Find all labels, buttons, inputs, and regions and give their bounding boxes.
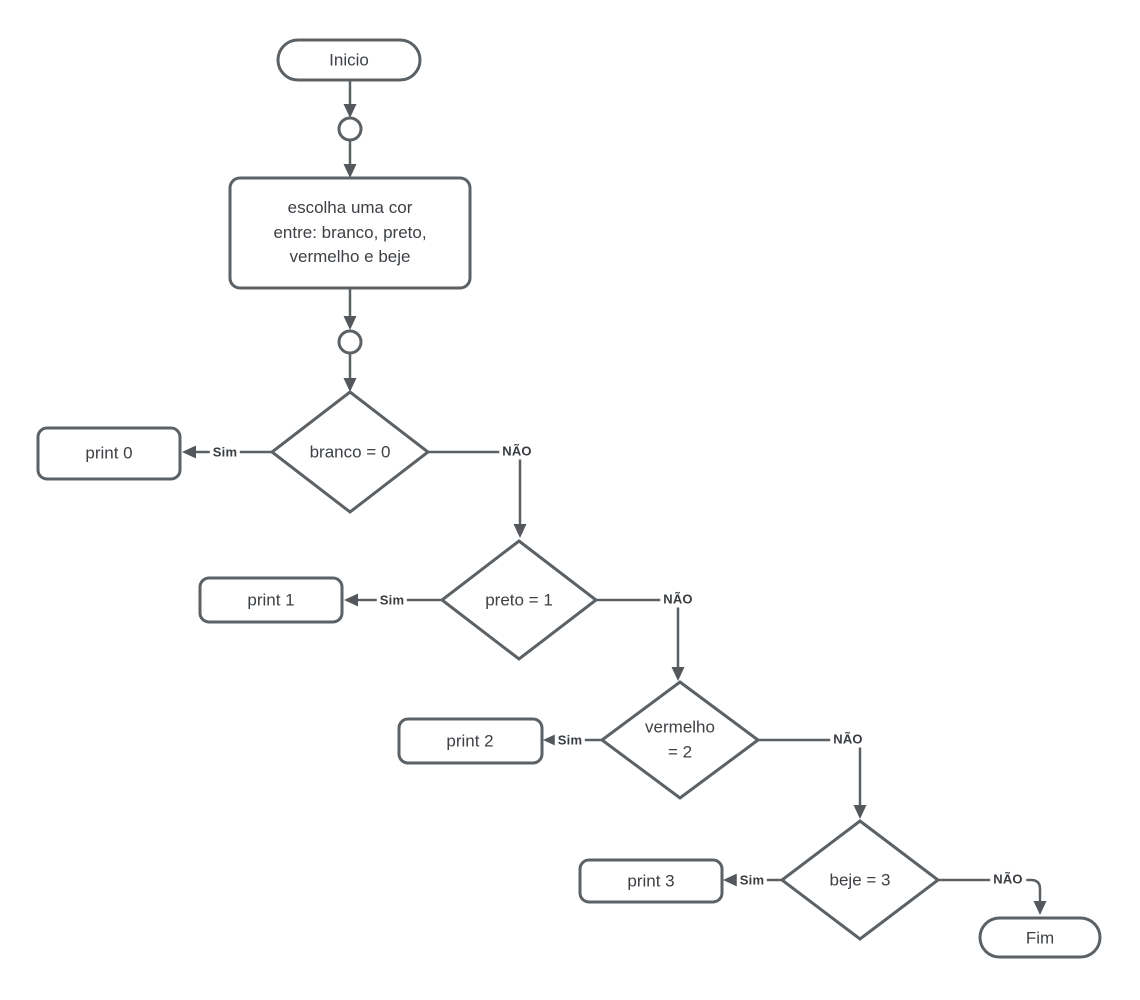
decision-beje-shape xyxy=(779,819,941,941)
choose-color-process-shape xyxy=(228,176,472,290)
arrowhead-down-icon xyxy=(513,524,527,538)
arrowhead-left-icon xyxy=(182,445,196,459)
start-label: Inicio xyxy=(329,50,369,70)
arrowhead-down-icon xyxy=(343,104,357,118)
arrowhead-down-icon xyxy=(343,316,357,330)
decision-preto-label: preto = 1 xyxy=(485,590,553,610)
end-terminator-shape xyxy=(978,916,1102,959)
print0-process-shape xyxy=(36,426,182,481)
arrowhead-down-icon xyxy=(671,667,685,681)
choose-color-line-2: entre: branco, preto, xyxy=(273,222,427,242)
connector-circle-1 xyxy=(337,116,363,142)
edge-label-sim-1: Sim xyxy=(209,443,241,461)
arrowhead-down-icon xyxy=(853,805,867,819)
decision-branco-label: branco = 0 xyxy=(309,442,391,462)
choose-color-line-1: escolha uma cor xyxy=(287,198,413,218)
print1-label: print 1 xyxy=(247,590,295,610)
decision-vermelho-label: vermelho = 2 xyxy=(645,715,715,764)
decision-beje-label: beje = 3 xyxy=(829,870,891,890)
print3-process-shape xyxy=(578,858,724,904)
edge-decision2-nao xyxy=(596,598,680,667)
arrowhead-down-icon xyxy=(1033,901,1047,915)
print2-label: print 2 xyxy=(446,731,494,751)
arrowhead-down-icon xyxy=(343,164,357,178)
print2-process-shape xyxy=(397,717,544,765)
edge-decision1-nao xyxy=(428,450,522,524)
decision-vermelho-shape xyxy=(599,680,761,800)
start-terminator-shape xyxy=(276,38,422,82)
decision-vermelho-line-2: = 2 xyxy=(667,742,693,761)
arrowhead-left-icon xyxy=(344,593,358,607)
arrowhead-left-icon xyxy=(543,733,557,747)
arrowhead-left-icon xyxy=(723,873,737,887)
end-label: Fim xyxy=(1025,928,1055,948)
edge-label-nao-4: NÃO xyxy=(990,870,1026,888)
edge-label-sim-2: Sim xyxy=(376,591,408,609)
decision-vermelho-line-1: vermelho xyxy=(645,717,715,737)
choose-color-label: escolha uma cor entre: branco, preto, ve… xyxy=(273,196,426,270)
print3-label: print 3 xyxy=(627,871,675,891)
edge-label-sim-3: Sim xyxy=(554,731,586,749)
choose-color-line-3: vermelho e beje xyxy=(289,247,411,267)
edge-label-nao-3: NÃO xyxy=(830,730,866,748)
edge-decision4-nao xyxy=(938,878,1042,901)
edge-label-nao-2: NÃO xyxy=(660,590,696,608)
print1-process-shape xyxy=(198,576,344,624)
connector-circle-2 xyxy=(337,329,363,355)
decision-branco-shape xyxy=(269,390,431,514)
print0-label: print 0 xyxy=(85,443,133,463)
nodes xyxy=(36,38,1102,959)
arrowhead-down-icon xyxy=(343,378,357,392)
edge-label-sim-4: Sim xyxy=(736,871,768,889)
edge-decision3-nao xyxy=(758,738,862,805)
edge-label-nao-1: NÃO xyxy=(499,442,535,460)
decision-preto-shape xyxy=(439,539,599,661)
